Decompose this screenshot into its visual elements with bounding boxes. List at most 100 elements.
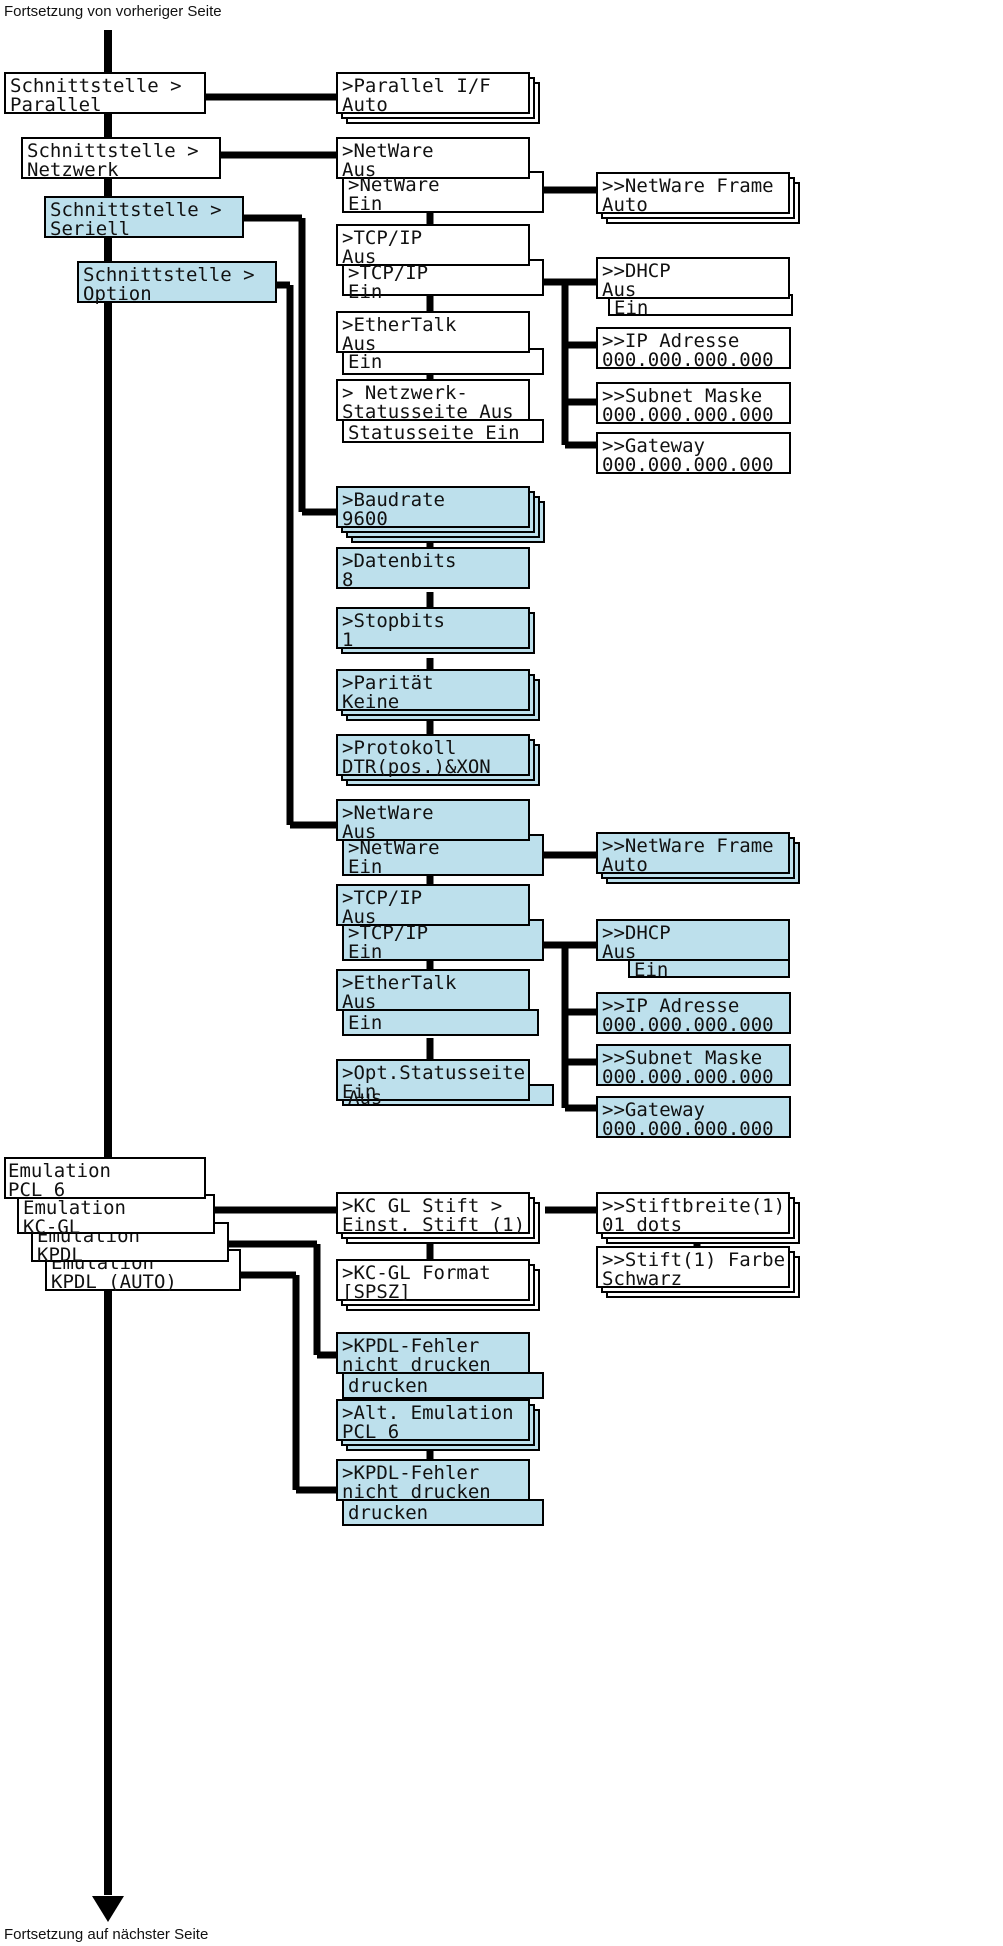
display-frame	[596, 1096, 791, 1138]
sub-line-1: Aus	[348, 1087, 382, 1109]
display-line-2: 000.000.000.000	[602, 454, 774, 476]
display-line-2: nicht drucken	[342, 1354, 491, 1376]
menu-box-kpdl-fehler-auto: >KPDL-Fehler nicht drucken drucken	[336, 1459, 544, 1526]
display-line-2: [SPSZ]	[342, 1281, 411, 1303]
display-line-2: 000.000.000.000	[602, 1066, 774, 1088]
display-frame	[4, 1157, 206, 1199]
display-frame	[336, 486, 530, 528]
sub-line-1: Ein	[348, 1012, 382, 1034]
display-line-2: 000.000.000.000	[602, 1118, 774, 1140]
display-frame	[77, 261, 277, 303]
menu-box-emu-pcl6: Emulation PCL 6	[4, 1157, 206, 1201]
display-frame	[336, 1332, 530, 1374]
sub-line-1: Ein	[614, 297, 648, 319]
sub-line-1: Ein	[634, 959, 668, 981]
display-line-1: Schnittstelle >	[27, 140, 199, 162]
sub-line-2: Ein	[348, 281, 382, 303]
display-line-1: >>Gateway	[602, 1099, 705, 1121]
menu-box-if-option: Schnittstelle > Option	[77, 261, 277, 305]
display-frame	[596, 172, 790, 214]
display-line-1: >Alt. Emulation	[342, 1402, 514, 1424]
menu-box-opt-frame: >>NetWare Frame Auto	[596, 832, 800, 884]
display-frame	[336, 72, 530, 114]
display-line-1: >KC GL Stift >	[342, 1195, 502, 1217]
display-line-2: 9600	[342, 508, 388, 530]
menu-box-net-frame: >>NetWare Frame Auto	[596, 172, 800, 224]
menu-box-opt-gateway: >>Gateway 000.000.000.000	[596, 1096, 791, 1140]
display-line-2: Auto	[342, 94, 388, 116]
display-line-1: >>Gateway	[602, 435, 705, 457]
display-line-1: >>Stift(1) Farbe	[602, 1249, 785, 1271]
display-line-1: >Baudrate	[342, 489, 445, 511]
display-frame	[336, 224, 530, 266]
display-line-2: 000.000.000.000	[602, 349, 774, 371]
display-line-1: >KC-GL Format	[342, 1262, 491, 1284]
display-line-1: >NetWare	[342, 802, 434, 824]
sub-line-2: Ein	[348, 941, 382, 963]
display-frame	[336, 799, 530, 841]
display-line-1: Schnittstelle >	[83, 264, 255, 286]
menu-box-ser-paritaet: >Parität Keine	[336, 669, 540, 721]
display-line-1: >TCP/IP	[342, 227, 422, 249]
menu-box-opt-tcpip: >TCP/IP Aus>TCP/IP Ein	[336, 884, 544, 963]
sub-line-2: Ein	[348, 856, 382, 878]
display-line-2: Aus	[342, 991, 376, 1013]
display-line-2: DTR(pos.)&XON	[342, 756, 491, 778]
display-line-2: Aus	[342, 159, 376, 181]
display-line-1: >Opt.Statusseite	[342, 1062, 525, 1084]
display-frame	[21, 137, 221, 179]
display-frame	[596, 327, 791, 369]
sub-setting-box	[342, 1499, 544, 1526]
display-line-1: >KPDL-Fehler	[342, 1335, 479, 1357]
display-line-2: PCL 6	[342, 1421, 399, 1443]
display-frame	[596, 1044, 791, 1086]
display-line-2: Statusseite Aus	[342, 401, 514, 423]
display-line-2: 1	[342, 629, 353, 651]
display-frame	[596, 382, 791, 424]
menu-box-opt-subnet: >>Subnet Maske 000.000.000.000	[596, 1044, 791, 1088]
menu-box-net-subnet: >>Subnet Maske 000.000.000.000	[596, 382, 791, 426]
menu-box-parallel-if: >Parallel I/F Auto	[336, 72, 540, 124]
display-frame	[336, 1259, 530, 1301]
display-line-1: >Parität	[342, 672, 434, 694]
menu-box-opt-statusseite: >Opt.Statusseite Ein Aus	[336, 1059, 554, 1109]
display-line-2: Aus	[342, 906, 376, 928]
menu-box-kcgl-format: >KC-GL Format [SPSZ]	[336, 1259, 540, 1311]
display-line-1: >>IP Adresse	[602, 330, 739, 352]
display-line-1: > Netzwerk-	[342, 382, 468, 404]
display-line-2: Option	[83, 283, 152, 305]
display-line-1: >EtherTalk	[342, 972, 457, 994]
menu-box-opt-ethertalk: >EtherTalk Aus Ein	[336, 969, 539, 1036]
display-line-2: PCL 6	[8, 1179, 65, 1201]
display-line-1: >NetWare	[342, 140, 434, 162]
menu-box-if-netzwerk: Schnittstelle > Netzwerk	[21, 137, 221, 181]
display-line-2: Aus	[342, 333, 376, 355]
display-line-2: KC-GL	[23, 1216, 80, 1238]
display-line-1: >KPDL-Fehler	[342, 1462, 479, 1484]
display-frame	[336, 969, 530, 1011]
display-line-2: Aus	[342, 246, 376, 268]
display-line-1: >>NetWare Frame	[602, 835, 774, 857]
menu-box-kpdl-alt-emu: >Alt. Emulation PCL 6	[336, 1399, 540, 1451]
menu-box-kcgl-farbe: >>Stift(1) Farbe Schwarz	[596, 1246, 800, 1298]
display-frame	[336, 1399, 530, 1441]
display-line-1: Emulation	[8, 1160, 111, 1182]
menu-box-net-netware: >NetWare Aus>NetWare Ein	[336, 137, 544, 215]
display-frame	[336, 137, 530, 179]
display-line-2: Schwarz	[602, 1268, 682, 1290]
menu-box-if-parallel: Schnittstelle > Parallel	[4, 72, 206, 116]
display-frame	[596, 1192, 790, 1234]
menu-box-ser-protokoll: >Protokoll DTR(pos.)&XON	[336, 734, 540, 786]
display-line-1: >>Stiftbreite(1)	[602, 1195, 785, 1217]
display-line-1: >TCP/IP	[342, 887, 422, 909]
sub-line-1: Statusseite Ein	[348, 422, 520, 444]
display-line-2: Ein	[342, 1081, 376, 1103]
display-line-2: Auto	[602, 854, 648, 876]
display-line-2: 000.000.000.000	[602, 404, 774, 426]
menu-box-opt-netware: >NetWare Aus>NetWare Ein	[336, 799, 544, 878]
display-line-1: >Stopbits	[342, 610, 445, 632]
display-line-2: Aus	[602, 279, 636, 301]
